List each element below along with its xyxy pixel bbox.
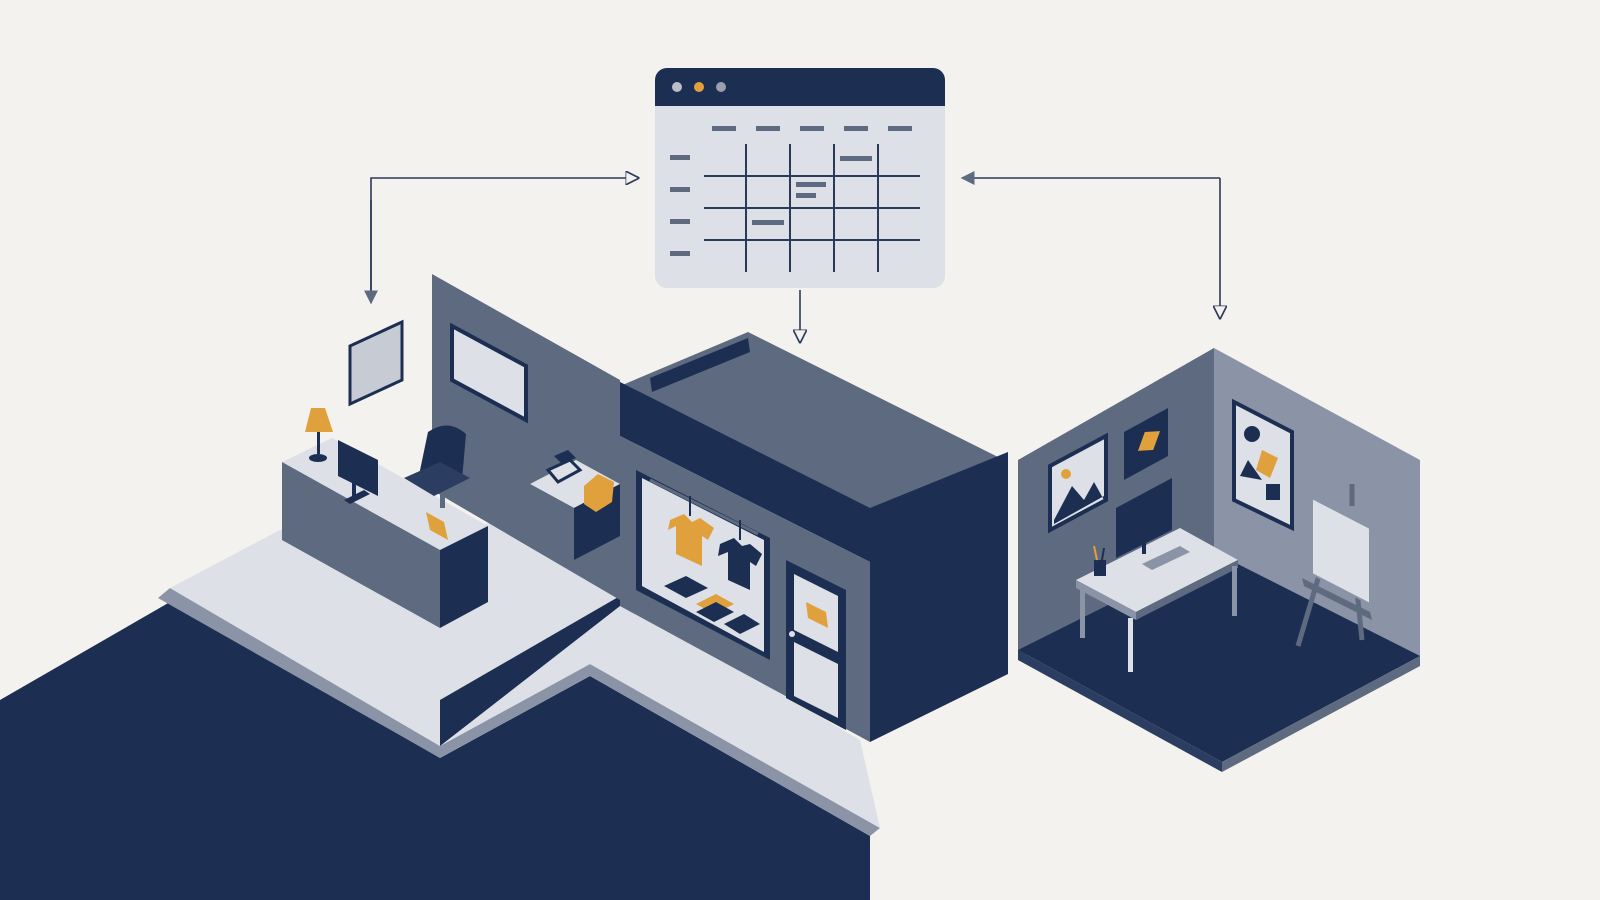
- landscape-picture-icon: [1048, 432, 1108, 534]
- office-chair-icon: [404, 425, 470, 508]
- tshirt-icon: [668, 496, 714, 566]
- window-dot-icon: [672, 82, 682, 92]
- folded-clothes: [664, 576, 760, 634]
- cash-register-icon: [545, 450, 583, 484]
- calendar-column-headers: [712, 126, 912, 131]
- window-dot-icon: [694, 82, 704, 92]
- abstract-art-icon: [1232, 398, 1294, 532]
- studio-room: [1018, 348, 1420, 772]
- tshirt-icon: [718, 520, 762, 590]
- connector-office-to-schedule: [370, 178, 638, 300]
- desk-nameplate: [426, 512, 448, 540]
- office-wall-frame: [348, 319, 404, 407]
- monitor-icon: [1116, 478, 1190, 570]
- calendar-row-headers: [670, 155, 690, 256]
- window-dot-icon: [716, 82, 726, 92]
- calendar-events: [752, 156, 872, 225]
- schedule-window: [655, 68, 945, 288]
- lamp-icon: [305, 408, 333, 462]
- window-title-bar: [655, 68, 945, 106]
- shop-door: [786, 560, 846, 730]
- ground: [0, 520, 880, 900]
- connectors: [364, 171, 1220, 342]
- easel-icon: [1295, 484, 1372, 647]
- office-room: [282, 274, 620, 628]
- pencil-cup-icon: [1093, 545, 1106, 576]
- studio-desk: [1076, 528, 1238, 672]
- calendar-grid: [704, 144, 920, 272]
- abstract-art-icon: [1124, 408, 1168, 480]
- package-box: [584, 474, 614, 512]
- storefront-building: [620, 332, 1008, 742]
- monitor-icon: [338, 440, 378, 504]
